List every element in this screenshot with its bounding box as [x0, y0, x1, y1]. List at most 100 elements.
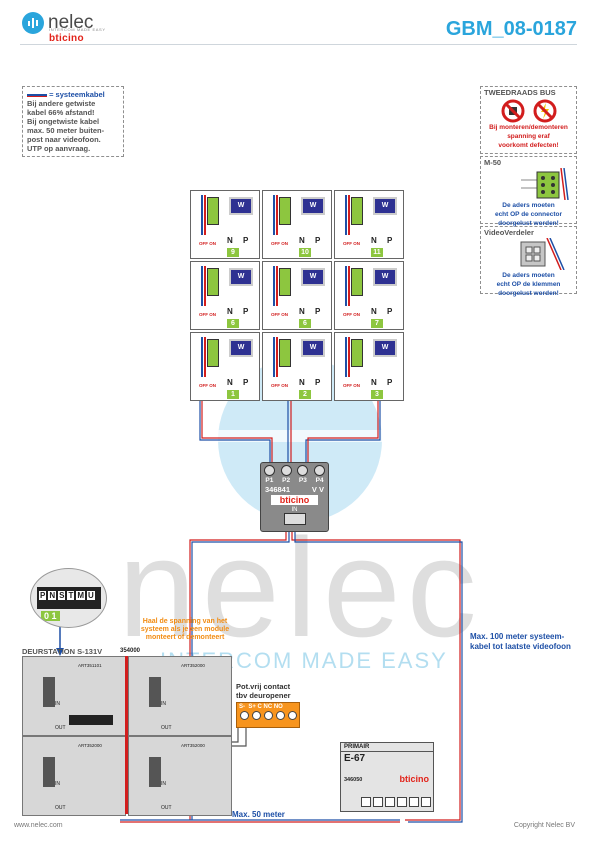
relay-title-line: tbv deuropener: [236, 691, 291, 700]
monitor-screen: W: [373, 268, 397, 286]
module-code: ART351101: [78, 663, 102, 668]
address-number: 10: [299, 248, 311, 257]
bticino-logo: bticino: [49, 33, 84, 44]
col-n-label: N: [299, 378, 305, 387]
relay-title: Pot.vrij contact tbv deuropener: [236, 682, 291, 700]
module: ART352000 IN OUT: [128, 736, 232, 816]
videophone: W OFF ON N P 11: [334, 190, 404, 259]
max-100-annotation: Max. 100 meter systeem- kabel tot laatst…: [470, 632, 571, 652]
phone-state: OFF ON: [199, 312, 216, 317]
annotation-line: kabel tot laatste videofoon: [470, 642, 571, 651]
relay-screw-icon: [240, 711, 249, 720]
m50-connector-icon: [279, 339, 291, 367]
m50-connector-icon: [351, 268, 363, 296]
note-line: UTP op aanvraag.: [27, 144, 91, 153]
note-line: Bij ongetwiste kabel: [27, 117, 100, 126]
dip-label: N: [48, 591, 57, 600]
col-n-label: N: [371, 378, 377, 387]
logo-icon: [22, 12, 44, 34]
bus-wire: [273, 195, 275, 235]
panel-two-wire: TWEEDRAADS BUS Bij monteren/demonteren s…: [480, 86, 577, 154]
psu-brand: bticino: [399, 774, 430, 784]
col-p-label: P: [387, 236, 393, 245]
module-out: OUT: [161, 805, 172, 811]
panel-text: echt OP de klemmen: [496, 281, 561, 288]
panel-text: echt OP de connector: [494, 211, 563, 218]
bus-wire: [201, 266, 203, 306]
address-number: 1: [227, 390, 239, 399]
relay-title-line: Pot.vrij contact: [236, 682, 291, 691]
psu-code: 346050: [344, 777, 363, 783]
cable-key-icon: [27, 93, 47, 97]
footer-copyright: Copyright Nelec BV: [513, 822, 575, 829]
module-code: ART352000: [78, 743, 102, 748]
in-terminal-icon: [283, 513, 306, 525]
col-p-label: P: [243, 307, 249, 316]
distributor-in: IN: [291, 507, 298, 513]
bus-wire: [276, 266, 278, 306]
monitor-screen: W: [301, 197, 325, 215]
module-connector-icon: [69, 715, 113, 725]
monitor-screen: W: [229, 339, 253, 357]
no-plug-icon: [501, 99, 524, 123]
frame-code-top: 354000: [120, 648, 141, 654]
header-divider: [20, 44, 577, 45]
col-p-label: P: [387, 378, 393, 387]
note-line: post naar videofoon.: [27, 135, 101, 144]
relay-terminals: S- S+ C NC NO: [239, 704, 283, 710]
warning-line: Haal de spanning van het: [142, 618, 228, 625]
address-number: 6: [299, 319, 311, 328]
col-p-label: P: [315, 307, 321, 316]
psu-terminals: [361, 797, 431, 807]
videophone: W OFF ON N P 7: [334, 261, 404, 330]
dip-label: T: [67, 591, 75, 600]
warning-line: monteert of demonteert: [145, 634, 225, 641]
col-p-label: P: [387, 307, 393, 316]
note-line: max. 50 meter buiten-: [27, 126, 105, 135]
dip-label: S: [58, 591, 66, 600]
watermark-word: nelec: [118, 509, 483, 666]
door-warning: Haal de spanning van het systeem als je …: [120, 618, 250, 642]
panel-text: De aders moeten: [502, 272, 555, 279]
module-code: ART352000: [181, 743, 205, 748]
note-line: Bij andere getwiste: [27, 99, 96, 108]
doc-code: GBM_08-0187: [445, 18, 577, 40]
m50-connector-icon: [521, 167, 569, 201]
port-label: P4: [315, 477, 324, 484]
panel-text: Bij monteren/demonteren: [489, 124, 568, 131]
bus-wire: [273, 337, 275, 377]
port-label: P2: [282, 477, 291, 484]
panel-text: De aders moeten: [502, 202, 555, 209]
address-number: 6: [227, 319, 239, 328]
m50-connector-icon: [279, 197, 291, 225]
videophone: W OFF ON N P 10: [262, 190, 332, 259]
col-p-label: P: [243, 378, 249, 387]
m50-connector-icon: [351, 339, 363, 367]
panel-text: doorgelust worden!: [498, 290, 559, 297]
col-n-label: N: [371, 236, 377, 245]
bus-wire: [201, 195, 203, 235]
address-number: 11: [371, 248, 383, 257]
module: ART351101 IN OUT: [22, 656, 126, 736]
port-label: P1: [265, 477, 274, 484]
videoverdeler-terminal-icon: [520, 237, 565, 271]
col-n-label: N: [371, 307, 377, 316]
module-out: OUT: [161, 725, 172, 731]
relay-screw-icon: [288, 711, 297, 720]
bus-wire: [348, 195, 350, 235]
videophone: W OFF ON N P 2: [262, 332, 332, 401]
monitor-screen: W: [373, 339, 397, 357]
phone-state: OFF ON: [271, 383, 288, 388]
phone-state: OFF ON: [199, 241, 216, 246]
module-out: OUT: [55, 725, 66, 731]
col-n-label: N: [227, 236, 233, 245]
dip-digits: 0 1: [41, 611, 60, 621]
bus-wire: [276, 195, 278, 235]
distributor-suffix: V V: [311, 485, 324, 494]
col-p-label: P: [243, 236, 249, 245]
monitor-screen: W: [229, 197, 253, 215]
phone-state: OFF ON: [343, 241, 360, 246]
panel-title: VideoVerdeler: [484, 228, 534, 237]
frame-wire: [125, 656, 128, 814]
module-out: OUT: [55, 805, 66, 811]
